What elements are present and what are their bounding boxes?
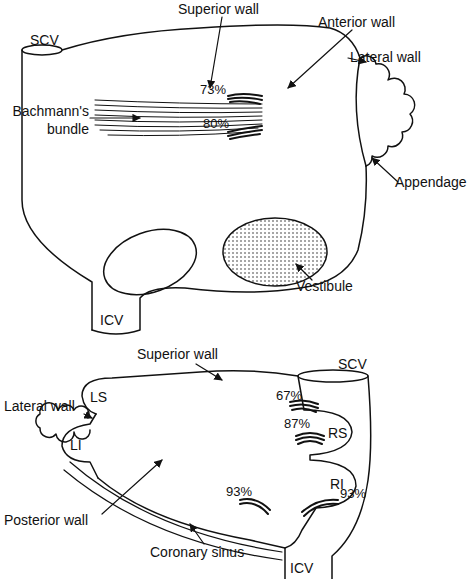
vessel-label: SCV [30,32,59,48]
wall-label: Posterior wall [4,512,88,528]
structure-label: Vestibule [296,278,353,294]
wall-label: Superior wall [178,1,259,17]
left-atrium-outline [36,370,371,579]
structure-label: Coronary sinus [150,544,244,560]
structure-label: Appendage [395,174,467,190]
vessel-label: SCV [338,356,367,372]
percent-label: 80% [203,116,229,132]
percent-label: 67% [276,388,302,404]
fiber-bundle [240,400,338,516]
vein-label: LS [90,389,107,405]
vessel-label: ICV [290,560,313,576]
wall-label: Anterior wall [318,14,395,30]
percent-label: 87% [284,416,310,432]
right-atrium-outline [22,25,415,334]
wall-label: Lateral wall [350,49,421,65]
leader-arrows [84,364,222,544]
vein-label: RS [328,425,347,441]
fiber-bundle [228,94,262,139]
wall-label: Superior wall [137,346,218,362]
vein-label: LI [70,437,82,453]
percent-label: 93% [340,486,366,502]
coronary-sinus-vessel [64,462,282,560]
vessel-label: ICV [100,312,123,328]
percent-label: 73% [200,82,226,98]
fossa-oval [95,217,206,306]
wall-label: Lateral wall [4,398,75,414]
percent-label: 93% [226,484,252,500]
structure-label: Bachmann's bundle [3,102,89,138]
vestibule-area [223,218,327,286]
